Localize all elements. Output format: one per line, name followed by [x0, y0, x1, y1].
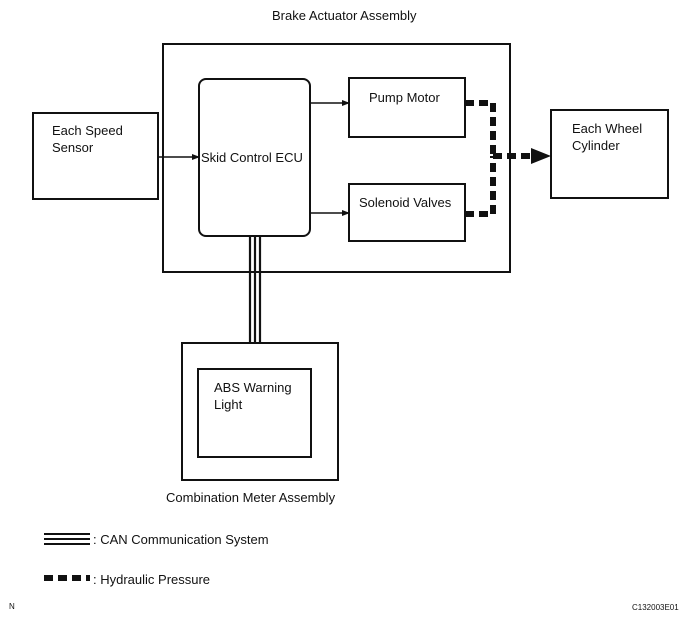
hydraulic-arrowhead [531, 148, 551, 164]
figure-code: C132003E01 [632, 603, 679, 612]
can-line-ecu-to-meter [248, 236, 262, 343]
speed-sensor-box [32, 112, 159, 200]
solenoid-valves-label: Solenoid Valves [359, 195, 452, 210]
combination-meter-assembly-label: Combination Meter Assembly [166, 490, 336, 505]
hydraulic-pressure-lines [465, 100, 533, 217]
pump-motor-box [348, 77, 466, 138]
legend-hydraulic-label: : Hydraulic Pressure [93, 572, 211, 587]
corner-mark: N [9, 602, 15, 611]
legend-can-label: : CAN Communication System [93, 532, 269, 547]
abs-warning-light-box [197, 368, 312, 458]
brake-actuator-assembly-title: Brake Actuator Assembly [272, 8, 417, 23]
abs-warning-light-label: ABS Warning Light [214, 380, 292, 412]
wheel-cylinder-label: Each Wheel Cylinder [572, 121, 643, 153]
wheel-cylinder-box [550, 109, 669, 199]
skid-control-ecu-label: Skid Control ECU [201, 150, 303, 165]
solenoid-valves-box [348, 183, 466, 242]
pump-motor-label: Pump Motor [369, 90, 440, 105]
legend-can-symbol [44, 533, 90, 545]
speed-sensor-label: Each Speed Sensor [52, 123, 123, 155]
